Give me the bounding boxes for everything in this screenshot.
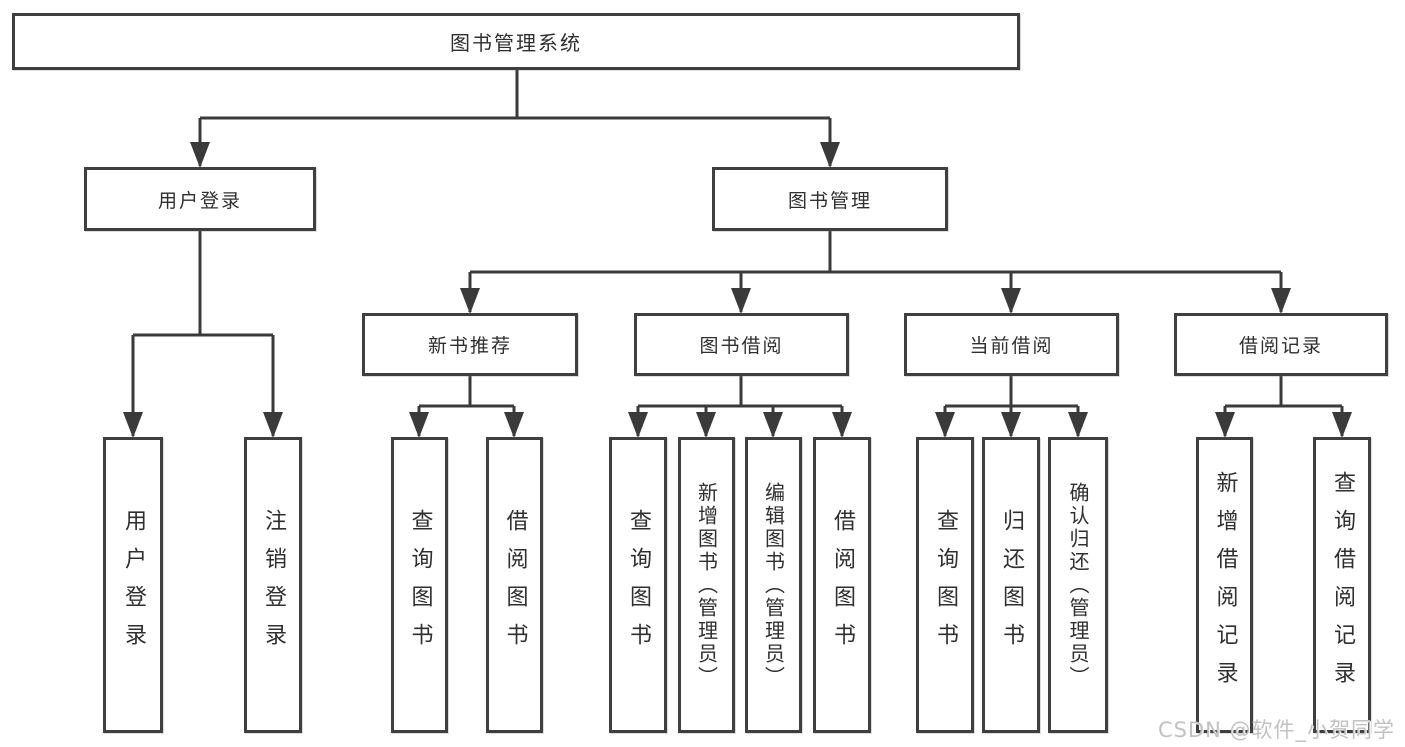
node-leaf-query-books-2: 查询图书 bbox=[609, 437, 667, 733]
node-root-system: 图书管理系统 bbox=[12, 13, 1020, 70]
node-leaf-logout: 注销登录 bbox=[244, 437, 302, 733]
node-leaf-borrow-books-2: 借阅图书 bbox=[813, 437, 871, 733]
node-current-borrow-label: 当前借阅 bbox=[969, 335, 1054, 357]
node-leaf-add-book-admin: 新增图书（管理员） bbox=[678, 437, 735, 733]
node-leaf-query-books-3: 查询图书 bbox=[916, 437, 974, 733]
leaf-label-query-borrow-record: 查询借阅记录 bbox=[1330, 471, 1355, 699]
leaf-label-add-borrow-record: 新增借阅记录 bbox=[1212, 471, 1238, 699]
node-book-borrow-label: 图书借阅 bbox=[699, 335, 784, 357]
node-book-borrow: 图书借阅 bbox=[634, 313, 849, 376]
leaf-label-confirm-return-admin: 确认归还（管理员） bbox=[1066, 481, 1090, 689]
leaf-label-query-books-2: 查询图书 bbox=[626, 509, 651, 661]
leaf-label-borrow-books-2: 借阅图书 bbox=[830, 509, 855, 661]
node-leaf-edit-book-admin: 编辑图书（管理员） bbox=[745, 437, 802, 733]
csdn-watermark: CSDN @软件_小贺同学 bbox=[1157, 718, 1395, 742]
node-user-login-label: 用户登录 bbox=[157, 189, 242, 212]
node-book-management: 图书管理 bbox=[712, 167, 948, 231]
leaf-label-query-books-3: 查询图书 bbox=[933, 509, 958, 661]
node-leaf-add-borrow-record: 新增借阅记录 bbox=[1196, 437, 1253, 733]
node-borrow-records: 借阅记录 bbox=[1174, 313, 1388, 376]
leaf-label-borrow-books-1: 借阅图书 bbox=[502, 509, 528, 661]
node-leaf-query-books-1: 查询图书 bbox=[391, 437, 448, 733]
node-root-label: 图书管理系统 bbox=[450, 31, 582, 55]
node-leaf-confirm-return-admin: 确认归还（管理员） bbox=[1048, 437, 1108, 733]
node-user-login: 用户登录 bbox=[84, 167, 316, 231]
leaf-label-query-books-1: 查询图书 bbox=[407, 509, 433, 661]
node-current-borrow: 当前借阅 bbox=[904, 313, 1119, 376]
leaf-label-return-books: 归还图书 bbox=[999, 509, 1024, 661]
node-borrow-records-label: 借阅记录 bbox=[1238, 335, 1323, 357]
leaf-label-logout: 注销登录 bbox=[261, 509, 286, 661]
node-leaf-return-books: 归还图书 bbox=[982, 437, 1040, 733]
node-leaf-query-borrow-record: 查询借阅记录 bbox=[1313, 437, 1371, 733]
node-new-book-recommend-label: 新书推荐 bbox=[427, 335, 512, 357]
leaf-label-edit-book-admin: 编辑图书（管理员） bbox=[761, 481, 786, 689]
node-leaf-user-login: 用户登录 bbox=[103, 437, 163, 733]
leaf-label-add-book-admin: 新增图书（管理员） bbox=[694, 481, 719, 689]
node-book-management-label: 图书管理 bbox=[787, 189, 872, 212]
leaf-label-user-login: 用户登录 bbox=[121, 509, 146, 661]
node-leaf-borrow-books-1: 借阅图书 bbox=[486, 437, 543, 733]
node-new-book-recommend: 新书推荐 bbox=[362, 313, 578, 376]
